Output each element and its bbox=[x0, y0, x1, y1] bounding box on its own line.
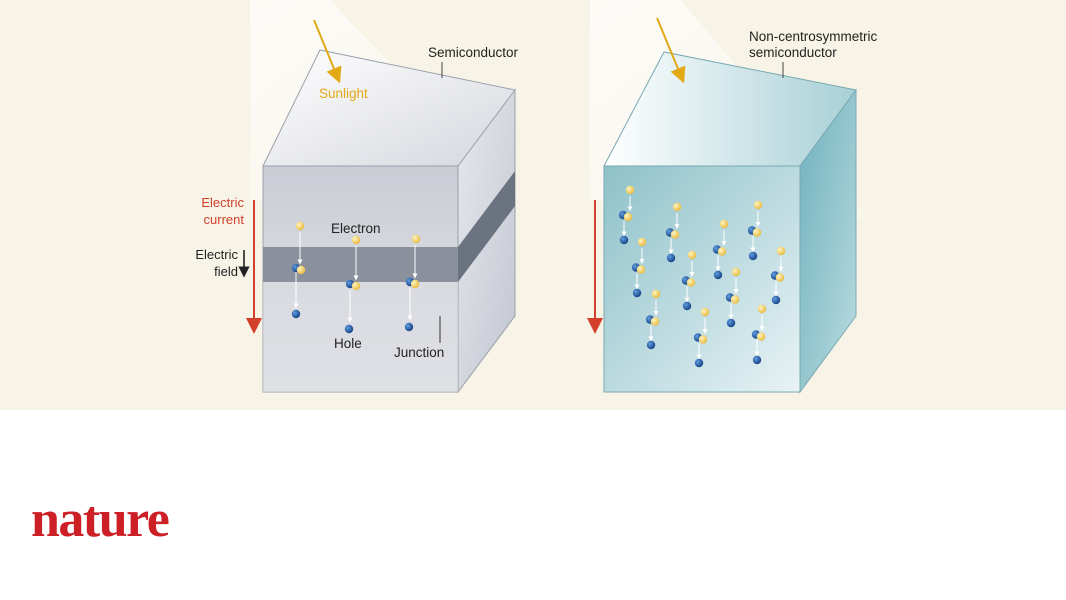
electron bbox=[699, 335, 707, 343]
electron bbox=[297, 266, 305, 274]
hole bbox=[292, 310, 300, 318]
hole bbox=[405, 323, 413, 331]
hole bbox=[695, 359, 703, 367]
electron bbox=[754, 201, 762, 209]
figure-panel: Semiconductor Sunlight Electric current … bbox=[0, 0, 1066, 410]
hole bbox=[753, 356, 761, 364]
right-cube-front bbox=[604, 166, 800, 392]
electron bbox=[757, 332, 765, 340]
electron bbox=[753, 228, 761, 236]
junction-label: Junction bbox=[394, 345, 444, 360]
diagram-svg: Semiconductor Sunlight Electric current … bbox=[0, 0, 1066, 410]
electron bbox=[687, 278, 695, 286]
hole bbox=[683, 302, 691, 310]
hole bbox=[620, 236, 628, 244]
electron-label: Electron bbox=[331, 221, 381, 236]
electron bbox=[718, 247, 726, 255]
electron bbox=[720, 220, 728, 228]
semiconductor-label-right-2: semiconductor bbox=[749, 45, 837, 60]
hole-label: Hole bbox=[334, 336, 362, 351]
electron bbox=[296, 222, 304, 230]
electron bbox=[731, 295, 739, 303]
electron bbox=[637, 265, 645, 273]
hole bbox=[749, 252, 757, 260]
electron bbox=[688, 251, 696, 259]
electron bbox=[352, 282, 360, 290]
electron bbox=[411, 280, 419, 288]
hole bbox=[727, 319, 735, 327]
hole bbox=[714, 271, 722, 279]
electron bbox=[673, 203, 681, 211]
electron bbox=[624, 213, 632, 221]
electron bbox=[626, 186, 634, 194]
hole bbox=[345, 325, 353, 333]
left-cube bbox=[263, 50, 515, 392]
electric-field-label-2: field bbox=[214, 264, 238, 279]
left-junction-front bbox=[263, 247, 458, 282]
sunlight-label: Sunlight bbox=[319, 86, 368, 101]
electron bbox=[758, 305, 766, 313]
electron bbox=[777, 247, 785, 255]
electric-field-label-1: Electric bbox=[195, 247, 238, 262]
electron bbox=[638, 238, 646, 246]
hole bbox=[772, 296, 780, 304]
hole bbox=[647, 341, 655, 349]
semiconductor-label-left: Semiconductor bbox=[428, 45, 519, 60]
electron bbox=[651, 317, 659, 325]
hole bbox=[667, 254, 675, 262]
electron bbox=[412, 235, 420, 243]
electric-current-label-2: current bbox=[204, 212, 245, 227]
electric-current-label-1: Electric bbox=[201, 195, 244, 210]
electron bbox=[776, 273, 784, 281]
electron bbox=[352, 236, 360, 244]
electron bbox=[652, 290, 660, 298]
electron bbox=[701, 308, 709, 316]
right-cube bbox=[604, 52, 856, 392]
semiconductor-label-right-1: Non-centrosymmetric bbox=[749, 29, 878, 44]
electron bbox=[732, 268, 740, 276]
hole bbox=[633, 289, 641, 297]
nature-logo: nature bbox=[31, 494, 168, 546]
electron bbox=[671, 230, 679, 238]
